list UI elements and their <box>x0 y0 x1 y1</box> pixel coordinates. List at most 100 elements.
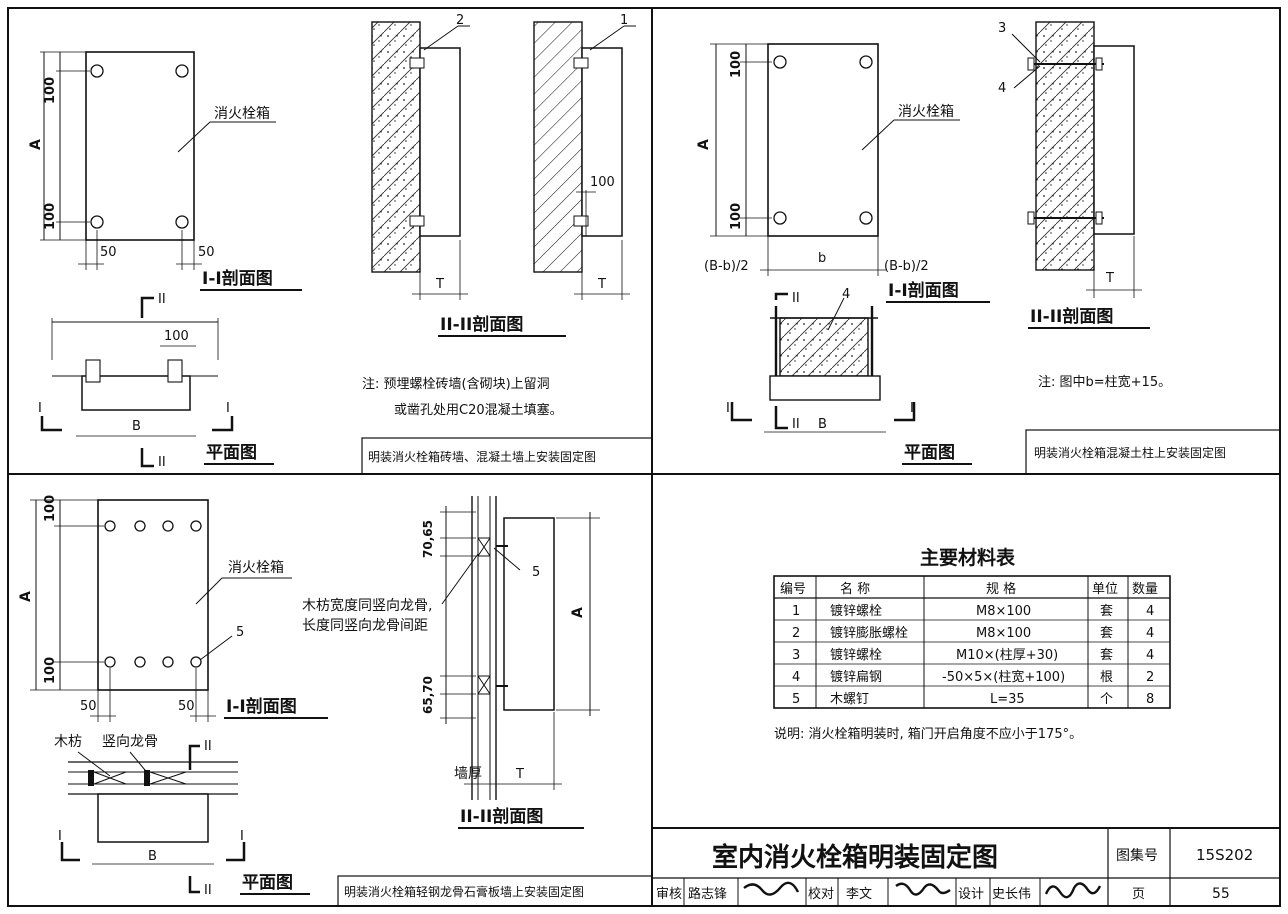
mark-ii-bottom: II <box>792 417 800 432</box>
header-unit: 单位 <box>1092 582 1118 597</box>
screw-hole-icon <box>134 656 146 668</box>
plan-title: 平面图 <box>242 873 293 893</box>
table-header: 编号 名 称 规 格 单位 数量 <box>780 581 1158 597</box>
panel-brick-concrete-wall: 消火栓箱 100 A 100 50 50 I-I剖面图 100 II <box>28 13 653 475</box>
dim-t-2: T <box>597 277 606 292</box>
design-signature <box>1044 882 1102 899</box>
screw-hole-icon <box>134 520 146 532</box>
design-name: 史长伟 <box>992 887 1031 902</box>
materials-table: 主要材料表 编号 名 称 规 格 单位 数量 1 镀锌螺栓 M8×100 套 4… <box>773 546 1171 742</box>
cell-name: 木螺钉 <box>830 692 869 707</box>
table-row: 4 镀锌扁钢 -50×5×(柱宽+100) 根 2 <box>792 669 1154 685</box>
dim-a: A <box>18 591 34 602</box>
mark-i-left: I <box>58 829 62 844</box>
panel-caption: 明装消火栓箱砖墙、混凝土墙上安装固定图 <box>368 449 596 464</box>
cell-spec: M8×100 <box>976 626 1031 641</box>
header-qty: 数量 <box>1132 582 1158 597</box>
review-name: 路志锋 <box>688 886 727 902</box>
cell-spec: L=35 <box>990 692 1025 707</box>
panel-concrete-column: 消火栓箱 100 A 100 (B-b)/2 b (B-b)/2 I-I剖面图 … <box>696 21 1281 475</box>
dim-right-50: 50 <box>198 245 215 260</box>
review-signature <box>743 881 800 896</box>
design-label: 设计 <box>958 887 984 902</box>
page-label: 页 <box>1132 887 1145 902</box>
callout-2: 2 <box>456 13 464 28</box>
bolt-hole-icon <box>175 64 189 78</box>
materials-note: 说明: 消火栓箱明装时, 箱门开启角度不应小于175°。 <box>774 726 1082 742</box>
check-name: 李文 <box>846 887 872 902</box>
box-side-1 <box>419 47 461 237</box>
dim-bottom: 100 <box>43 203 58 230</box>
header-name: 名 称 <box>840 581 870 597</box>
dim-top: 100 <box>43 77 58 104</box>
hydrant-box-front <box>767 43 879 237</box>
cell-qty: 2 <box>1146 670 1154 685</box>
cell-no: 1 <box>792 604 800 619</box>
section-i-title: I-I剖面图 <box>888 280 959 301</box>
check-signature <box>895 882 951 896</box>
screw-hole-icon <box>190 520 202 532</box>
section-ii-title: II-II剖面图 <box>440 314 523 335</box>
dim-top: 100 <box>729 51 744 78</box>
mark-ii-bottom: II <box>204 883 212 898</box>
dim-a-side: A <box>570 607 586 618</box>
column-plan <box>779 317 869 377</box>
mark-ii-top: II <box>792 291 800 306</box>
page-number: 55 <box>1212 886 1230 902</box>
box-label: 消火栓箱 <box>898 104 954 120</box>
dim-t: T <box>515 767 524 782</box>
dim-bottom: 100 <box>729 203 744 230</box>
callout-3: 3 <box>998 21 1006 36</box>
box-side <box>503 517 555 711</box>
callout-4: 4 <box>998 81 1006 96</box>
table-row: 3 镀锌螺栓 M10×(柱厚+30) 套 4 <box>792 647 1154 663</box>
cell-qty: 4 <box>1146 604 1154 619</box>
callout-5: 5 <box>236 625 244 640</box>
dim-plan-100: 100 <box>164 329 189 344</box>
dim-bottom: 100 <box>43 657 58 684</box>
bolt-hole-icon <box>90 215 104 229</box>
hydrant-box-front <box>97 499 209 691</box>
bolt-hole-icon <box>773 55 787 69</box>
box-plan <box>769 375 881 401</box>
box-label: 消火栓箱 <box>228 560 284 576</box>
cell-unit: 套 <box>1100 647 1113 663</box>
dim-65-70: 65,70 <box>421 676 435 714</box>
dim-left-50: 50 <box>80 699 97 714</box>
bolt-hole-icon <box>859 55 873 69</box>
mark-i-right: I <box>240 829 244 844</box>
mark-i-left: I <box>38 401 42 416</box>
section-ii-title: II-II剖面图 <box>460 806 543 827</box>
box-label: 消火栓箱 <box>214 106 270 122</box>
cell-no: 5 <box>792 692 800 707</box>
table-row: 5 木螺钉 L=35 个 8 <box>792 692 1154 707</box>
screw-hole-icon <box>162 520 174 532</box>
plan-title: 平面图 <box>206 443 257 463</box>
screw-hole-icon <box>104 520 116 532</box>
dim-b: B <box>132 419 141 434</box>
cell-name: 镀锌扁钢 <box>830 669 882 685</box>
mark-ii-bottom: II <box>158 455 166 470</box>
panel-caption: 明装消火栓箱混凝土柱上安装固定图 <box>1034 445 1226 460</box>
table-row: 1 镀锌螺栓 M8×100 套 4 <box>792 603 1154 619</box>
header-no: 编号 <box>780 582 806 597</box>
box-side-2 <box>581 47 623 237</box>
dim-half-left: (B-b)/2 <box>704 259 749 274</box>
callout-5-side: 5 <box>532 565 540 580</box>
callout-1: 1 <box>620 13 628 28</box>
cell-name: 镀锌膨胀螺栓 <box>830 625 908 641</box>
cell-qty: 4 <box>1146 626 1154 641</box>
dim-t-1: T <box>435 277 444 292</box>
note: 注: 图中b=柱宽+15。 <box>1038 374 1171 390</box>
cell-unit: 个 <box>1100 692 1113 707</box>
column-section <box>1035 21 1095 271</box>
caption-box <box>1025 429 1281 475</box>
bolt-hole-icon <box>859 211 873 225</box>
wall-thickness: 墙厚 <box>454 766 482 782</box>
materials-title: 主要材料表 <box>920 546 1016 569</box>
cell-unit: 套 <box>1100 625 1113 641</box>
drawing-title: 室内消火栓箱明装固定图 <box>712 842 998 873</box>
bolt-hole-icon <box>773 211 787 225</box>
dim-a: A <box>696 139 712 150</box>
